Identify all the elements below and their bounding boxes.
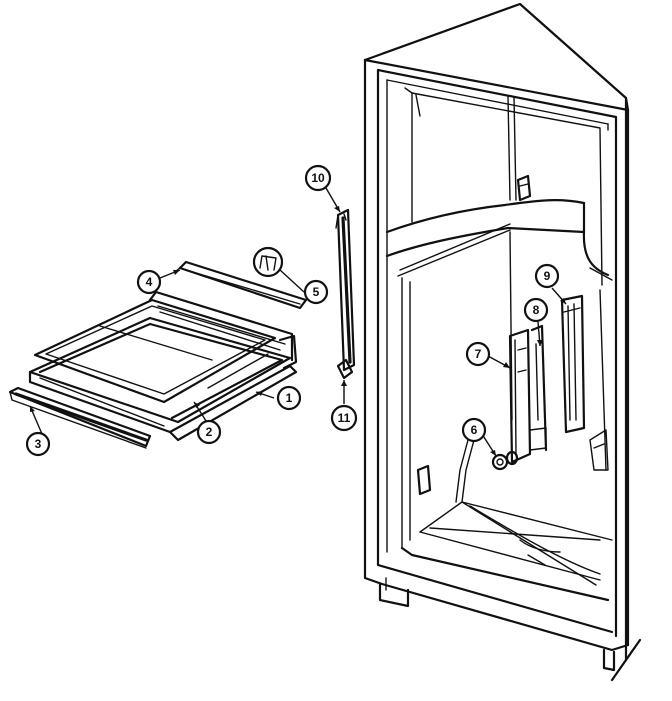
callout-9: 9 bbox=[534, 263, 560, 289]
callout-1: 1 bbox=[276, 385, 302, 411]
callout-9-label: 9 bbox=[544, 269, 551, 283]
shelf-assembly bbox=[28, 290, 298, 442]
callout-10-label: 10 bbox=[311, 171, 325, 185]
vertical-trim-strip bbox=[335, 208, 356, 380]
callout-5: 5 bbox=[303, 279, 329, 305]
control-panel-brackets bbox=[491, 294, 586, 471]
callout-2: 2 bbox=[196, 419, 222, 445]
callout-5-label: 5 bbox=[313, 285, 320, 299]
callout-7: 7 bbox=[465, 341, 491, 367]
leader-lines bbox=[29, 187, 567, 457]
callout-1-label: 1 bbox=[286, 391, 293, 405]
callout-8: 8 bbox=[523, 297, 549, 323]
callout-10: 10 bbox=[304, 164, 332, 192]
callout-6: 6 bbox=[461, 417, 487, 443]
callout-11: 11 bbox=[330, 404, 358, 432]
callout-3: 3 bbox=[25, 431, 51, 457]
shelf-rear-trim bbox=[174, 246, 308, 310]
callout-8-label: 8 bbox=[533, 303, 540, 317]
refrigerator-cabinet bbox=[363, 2, 642, 682]
callout-4-label: 4 bbox=[146, 275, 153, 289]
callout-7-label: 7 bbox=[475, 347, 482, 361]
shelf-front-trim bbox=[8, 386, 152, 449]
callout-6-label: 6 bbox=[471, 423, 478, 437]
callout-4: 4 bbox=[136, 269, 162, 295]
callout-2-label: 2 bbox=[206, 425, 213, 439]
callout-3-label: 3 bbox=[35, 437, 42, 451]
callout-11-label: 11 bbox=[338, 411, 351, 425]
